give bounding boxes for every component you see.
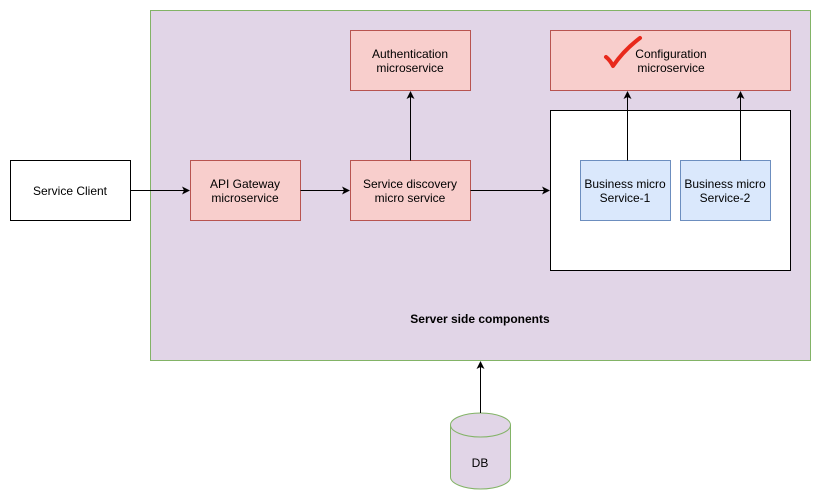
server-side-label: Server side components <box>410 312 550 326</box>
configuration-box <box>550 30 791 91</box>
service-client-box <box>10 160 131 221</box>
service-discovery-box <box>350 160 471 221</box>
authentication-box <box>350 30 471 91</box>
api-gateway-label-line1: API Gateway <box>210 177 280 191</box>
service-discovery-label-line2: micro service <box>375 191 446 205</box>
service-client-label: Service Client <box>33 184 108 198</box>
configuration-label-line1: Configuration <box>635 47 706 61</box>
api-gateway-label-line2: microservice <box>211 191 279 205</box>
authentication-label-line2: microservice <box>376 61 444 75</box>
business-service-2-label-line1: Business micro <box>684 177 766 191</box>
business-service-1-label-line1: Business micro <box>584 177 666 191</box>
checkmark-icon <box>604 36 642 68</box>
business-service-2-box <box>680 160 771 221</box>
database-label: DB <box>472 456 489 470</box>
business-service-2-label-line2: Service-2 <box>700 191 751 205</box>
database-cylinder <box>450 412 511 490</box>
configuration-label-line2: microservice <box>637 61 705 75</box>
service-discovery-label-line1: Service discovery <box>363 177 457 191</box>
authentication-label-line1: Authentication <box>372 47 448 61</box>
business-service-1-box <box>580 160 671 221</box>
api-gateway-box <box>190 160 301 221</box>
business-service-1-label-line2: Service-1 <box>600 191 651 205</box>
